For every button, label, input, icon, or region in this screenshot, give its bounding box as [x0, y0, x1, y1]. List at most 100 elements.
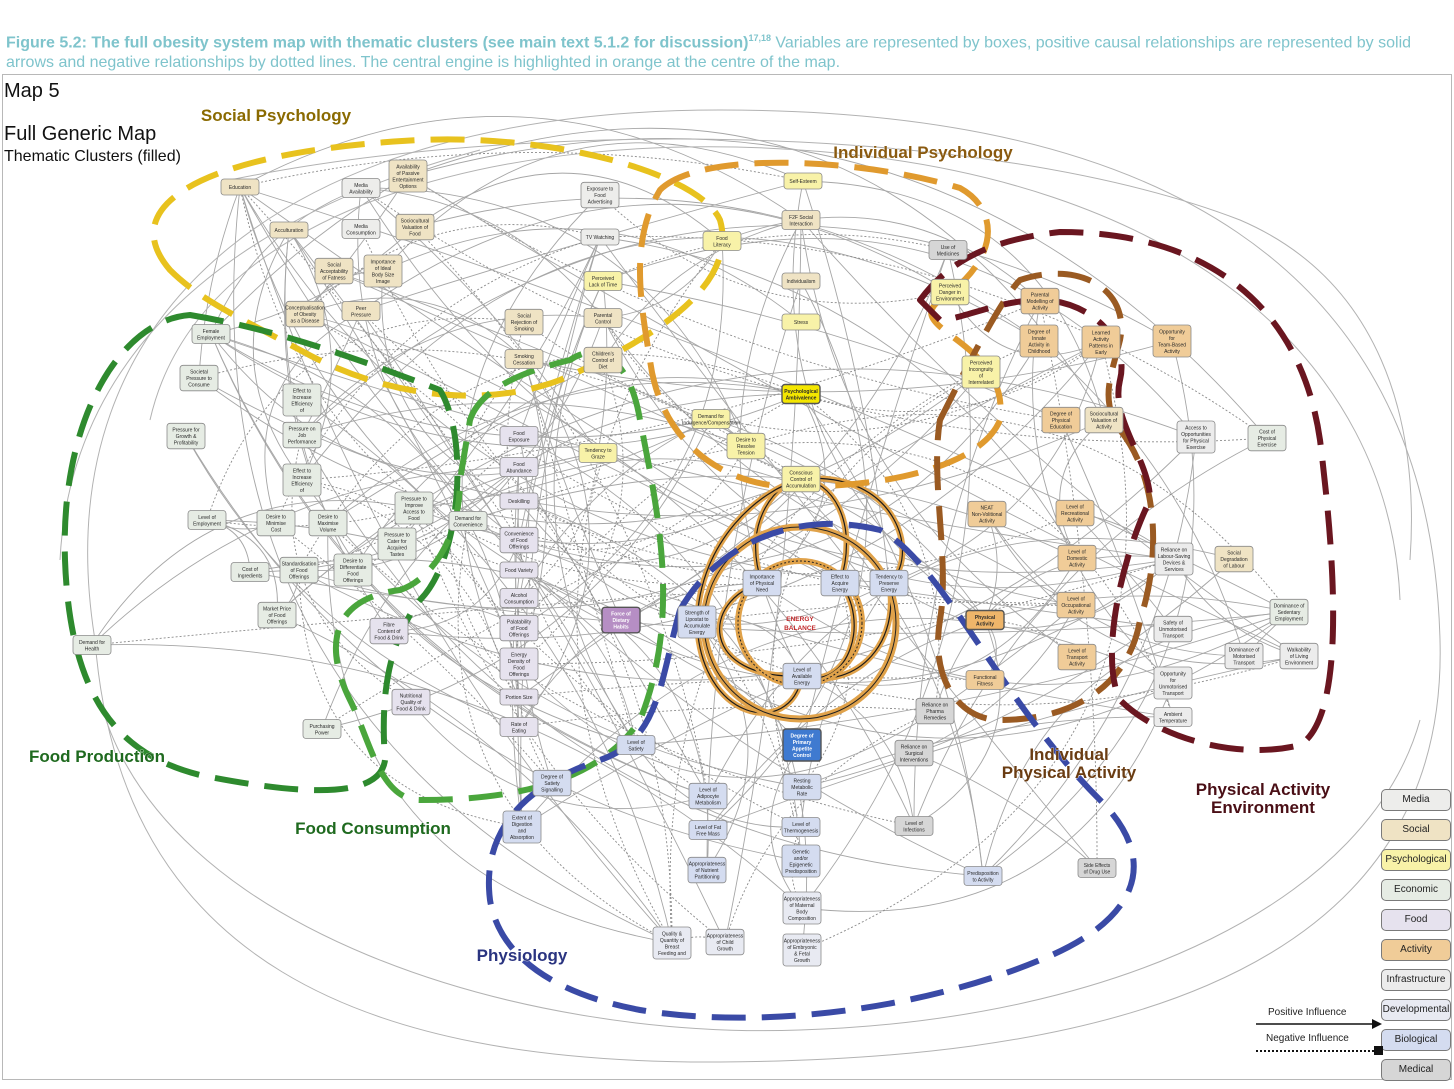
outer-link-2	[149, 146, 1401, 601]
node-box	[191, 324, 231, 344]
node-box	[967, 500, 1007, 528]
outer-link-3	[99, 699, 1421, 1032]
negative-link	[522, 358, 637, 746]
node-box	[166, 422, 206, 450]
negative-link	[407, 175, 1062, 422]
node-box	[583, 271, 623, 291]
node-box	[1056, 591, 1096, 619]
negative-link	[198, 349, 802, 480]
node-deskilling: Deskilling	[499, 492, 539, 510]
node-label: TV Watching	[586, 235, 615, 241]
node-box	[341, 219, 381, 239]
positive-link	[800, 393, 986, 877]
node-education: Education	[220, 178, 260, 196]
node-box	[783, 172, 823, 190]
positive-link	[288, 229, 637, 746]
negative-link	[1039, 300, 1100, 869]
cluster-food-production	[61, 312, 461, 794]
node-box	[302, 719, 342, 739]
node-box	[726, 432, 766, 460]
caption-refs: 17,18	[748, 33, 771, 43]
positive-link	[388, 539, 520, 634]
node-box	[1020, 287, 1060, 315]
node-box	[448, 511, 488, 531]
node-box	[580, 228, 620, 246]
outer-link-4	[229, 138, 1412, 561]
positive-link	[264, 310, 362, 524]
positive-link	[517, 435, 530, 599]
cluster-individual-physical-activity	[934, 270, 1157, 723]
negative-link	[518, 677, 986, 700]
negative-link	[449, 358, 525, 698]
node-stress: Stress	[781, 313, 821, 331]
node-box	[1153, 666, 1193, 700]
legend-developmental: Developmental	[1381, 999, 1451, 1021]
positive-link	[1038, 340, 1245, 657]
positive-link	[321, 393, 802, 730]
node-box	[502, 810, 542, 844]
node-label: Deskilling	[508, 499, 530, 505]
negative-link	[518, 705, 936, 728]
node-box	[499, 426, 539, 446]
positive-link	[185, 435, 520, 728]
node-box	[285, 300, 325, 328]
cluster-label-physiology: Physiology	[477, 946, 568, 965]
node-tv-watching: TV Watching	[580, 228, 620, 246]
node-box	[652, 926, 692, 960]
positive-link	[801, 557, 1078, 686]
legend-media: Media	[1381, 789, 1451, 811]
positive-link	[239, 186, 673, 944]
caption-text: Variables are represented by boxes, posi…	[6, 34, 1412, 72]
negative-link	[467, 520, 763, 585]
node-box	[1176, 420, 1216, 454]
node-food-variety: Food Variety	[499, 561, 539, 579]
positive-link	[298, 466, 520, 572]
node-portion-size: Portion Size	[499, 688, 539, 706]
node-box	[820, 569, 860, 597]
node-box	[965, 670, 1005, 690]
cluster-label-individual-physical-activity: Individual	[1029, 745, 1108, 764]
